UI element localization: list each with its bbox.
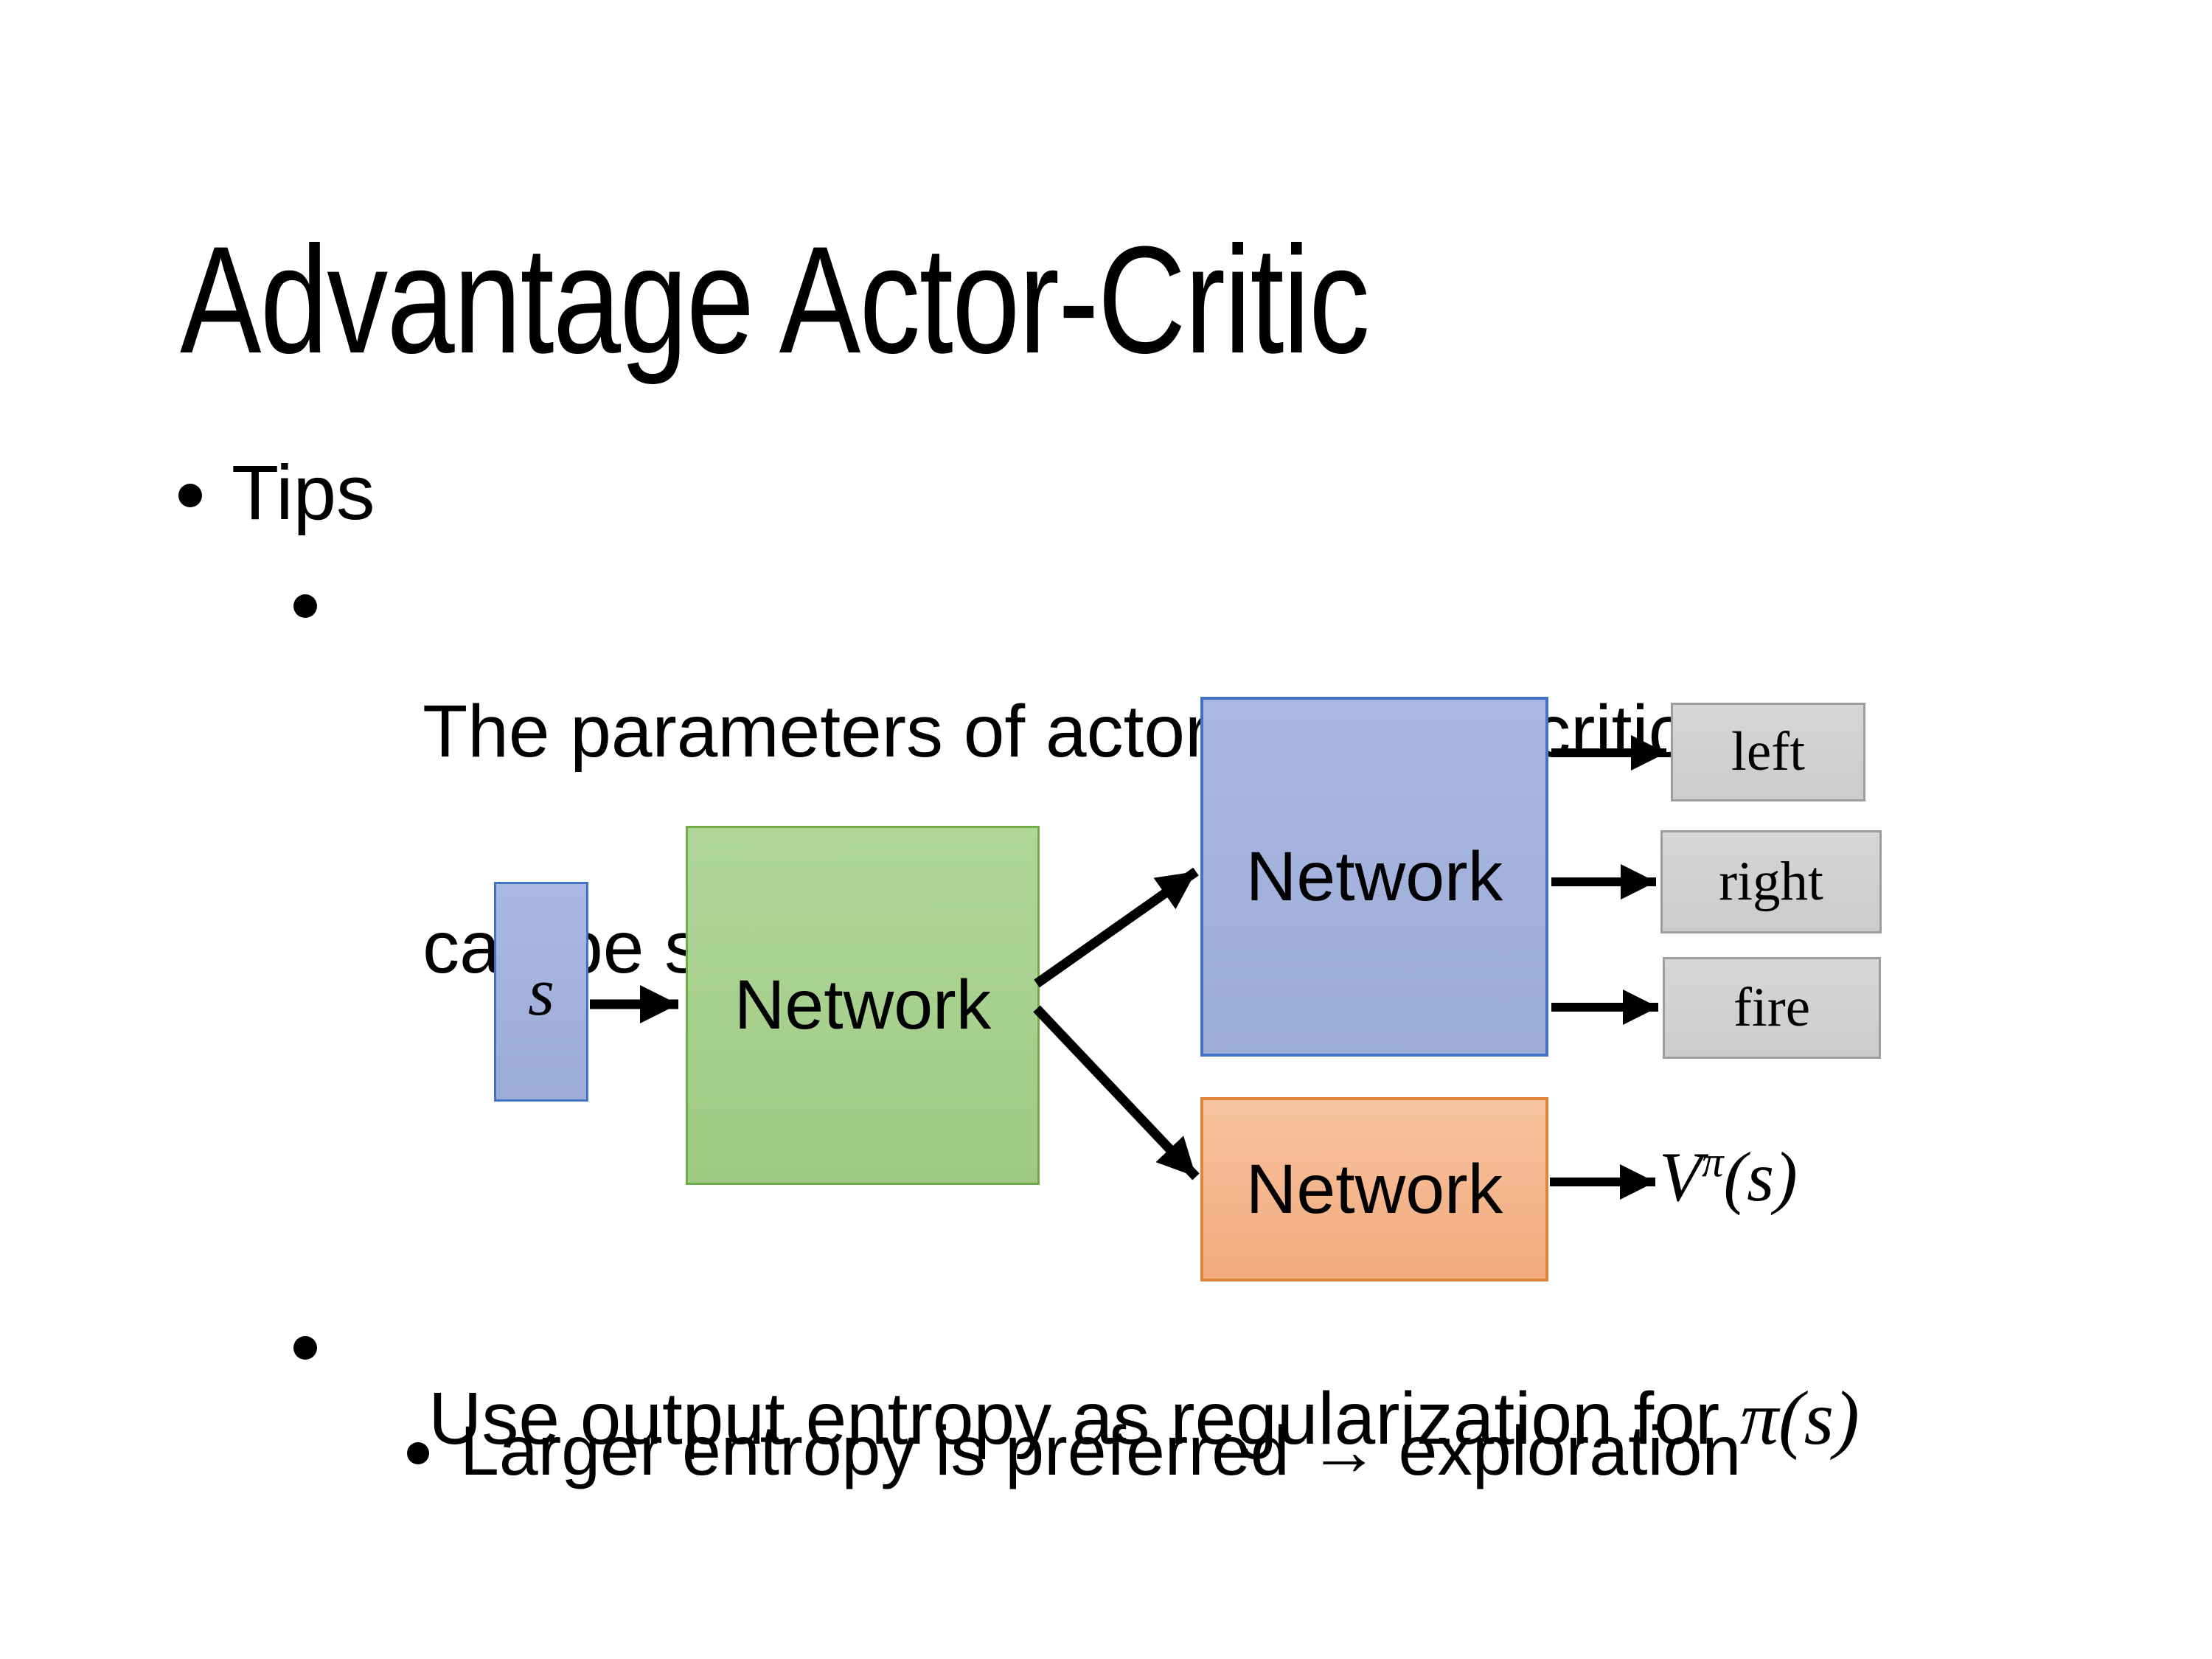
- pi-math-2: π(s): [1739, 1376, 1860, 1461]
- action-box-right: right: [1660, 830, 1882, 933]
- bullet-larger-entropy: Larger entropy is preferred → exploratio…: [460, 1412, 1742, 1490]
- bullet-dot-parameters: [293, 594, 317, 618]
- value-base: V: [1659, 1138, 1703, 1216]
- bullet-tips: Tips: [232, 450, 375, 536]
- value-output-label: Vπ(s): [1659, 1140, 1798, 1212]
- critic-network-label: Network: [1245, 1150, 1503, 1228]
- action-label-left: left: [1731, 721, 1805, 782]
- critic-network-box: Network: [1200, 1097, 1548, 1281]
- shared-network-label: Network: [734, 966, 992, 1044]
- action-box-fire: fire: [1663, 957, 1881, 1059]
- state-input-box: s: [494, 882, 588, 1102]
- bullet-entropy-regularization: Use output entropy as regularization for…: [347, 1307, 1860, 1531]
- actor-network-box: Network: [1200, 697, 1548, 1057]
- line3-pre: Use output entropy as regularization for: [428, 1377, 1740, 1460]
- value-sup: π: [1702, 1138, 1724, 1186]
- action-label-fire: fire: [1733, 977, 1811, 1038]
- slide-title: Advantage Actor-Critic: [180, 215, 1370, 385]
- actor-network-label: Network: [1245, 837, 1503, 916]
- shared-network-box: Network: [686, 826, 1040, 1185]
- bullet-dot-exploration: [407, 1442, 429, 1464]
- bullet-dot-tips: [178, 484, 202, 507]
- action-label-right: right: [1719, 851, 1823, 912]
- state-label: s: [528, 954, 554, 1029]
- bullet-dot-entropy: [293, 1336, 317, 1360]
- action-box-left: left: [1671, 703, 1865, 801]
- value-args: (s): [1723, 1138, 1798, 1216]
- line1-pre: The parameters of actor: [422, 690, 1231, 773]
